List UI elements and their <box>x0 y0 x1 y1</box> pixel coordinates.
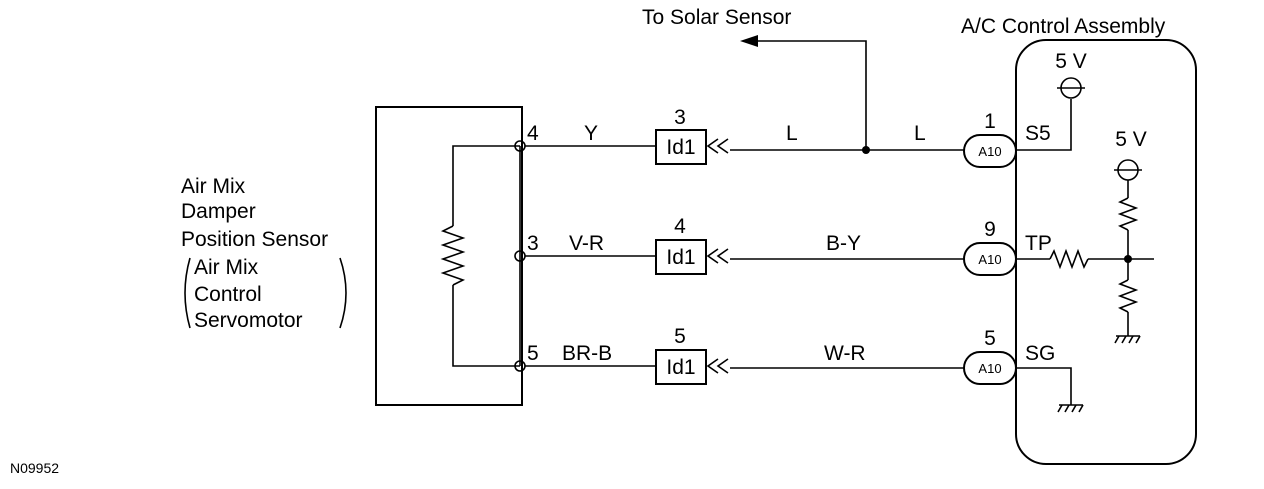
ground-hatch <box>1057 404 1063 413</box>
wire-label-v-r: V-R <box>569 232 604 255</box>
terminal-tp: TP <box>1025 232 1052 255</box>
wire-label-l-1: L <box>786 122 798 145</box>
sensor-note-line-1: Air Mix <box>194 256 259 279</box>
sensor-name-line-3: Position Sensor <box>181 228 328 251</box>
connector-chevron <box>706 358 719 374</box>
id1-label: Id1 <box>666 136 695 159</box>
note-close-paren <box>339 257 347 329</box>
id1-pin-number: 4 <box>674 215 686 238</box>
id1-label: Id1 <box>666 356 695 379</box>
solar-sensor-label: To Solar Sensor <box>642 6 791 29</box>
sensor-pin-number-5: 5 <box>527 342 539 365</box>
id1-connector-row-1: Id1 3 <box>655 106 729 165</box>
solar-sensor-branch <box>752 40 867 150</box>
a10-connector-row-3: A10 5 <box>963 327 1017 385</box>
wire-label-w-r: W-R <box>824 342 866 365</box>
ecu-pin-number: 1 <box>984 110 996 133</box>
sensor-pin-number-3: 3 <box>527 232 539 255</box>
wire-label-b-y: B-Y <box>826 232 861 255</box>
sensor-housing <box>375 106 523 406</box>
id1-pin-number: 3 <box>674 106 686 129</box>
control-assembly-box <box>1015 39 1197 465</box>
sg-lead <box>1016 367 1072 405</box>
arrow-left-icon <box>740 35 758 47</box>
ground-hatch <box>1114 335 1120 344</box>
id1-pin-number: 5 <box>674 325 686 348</box>
connector-chevron <box>716 248 729 264</box>
sensor-note-line-3: Servomotor <box>194 309 303 332</box>
s5-lead <box>1016 99 1072 151</box>
ground-hatch <box>1135 335 1141 344</box>
a10-connector-row-2: A10 9 <box>963 218 1017 276</box>
tp-resistor-symbol <box>1049 248 1089 270</box>
connector-chevron <box>706 138 719 154</box>
sensor-pin-number-4: 4 <box>527 122 539 145</box>
a10-label: A10 <box>978 144 1001 159</box>
voltage-label-s5: 5 V <box>1055 50 1087 73</box>
connector-chevron <box>706 248 719 264</box>
ground-hatch <box>1128 335 1134 344</box>
id1-connector-box <box>655 239 707 275</box>
a10-label: A10 <box>978 361 1001 376</box>
note-open-paren <box>184 257 191 329</box>
id1-connector-row-3: Id1 5 <box>655 325 729 385</box>
sensor-note-line-2: Control <box>194 283 262 306</box>
sensor-name-line-1: Air Mix <box>181 175 246 198</box>
id1-connector-box <box>655 129 707 165</box>
ground-hatch <box>1064 404 1070 413</box>
sensor-resistor-symbol <box>440 225 466 286</box>
control-assembly-label: A/C Control Assembly <box>961 15 1166 38</box>
id1-connector-row-2: Id1 4 <box>655 215 729 275</box>
figure-id: N09952 <box>10 460 59 476</box>
sensor-internal-bottom-lead <box>452 285 520 367</box>
wire-label-l-2: L <box>914 122 926 145</box>
sensor-internal-top-lead <box>452 145 520 226</box>
divider-upper-resistor-symbol <box>1117 197 1139 231</box>
a10-label: A10 <box>978 252 1001 267</box>
sensor-name-line-2: Damper <box>181 200 256 223</box>
ground-hatch <box>1071 404 1077 413</box>
terminal-sg: SG <box>1025 342 1055 365</box>
id1-label: Id1 <box>666 246 695 269</box>
wire-label-br-b: BR-B <box>562 342 612 365</box>
ecu-pin-number: 9 <box>984 218 996 241</box>
connector-chevron <box>716 138 729 154</box>
divider-lower-resistor-symbol <box>1117 279 1139 313</box>
ground-hatch <box>1078 404 1084 413</box>
id1-connector-box <box>655 349 707 385</box>
ground-hatch <box>1121 335 1127 344</box>
voltage-label-tp: 5 V <box>1115 128 1147 151</box>
a10-connector-row-1: A10 1 <box>963 110 1017 168</box>
ecu-pin-number: 5 <box>984 327 996 350</box>
wire-label-y: Y <box>584 122 598 145</box>
connector-chevron <box>716 358 729 374</box>
terminal-s5: S5 <box>1025 122 1051 145</box>
